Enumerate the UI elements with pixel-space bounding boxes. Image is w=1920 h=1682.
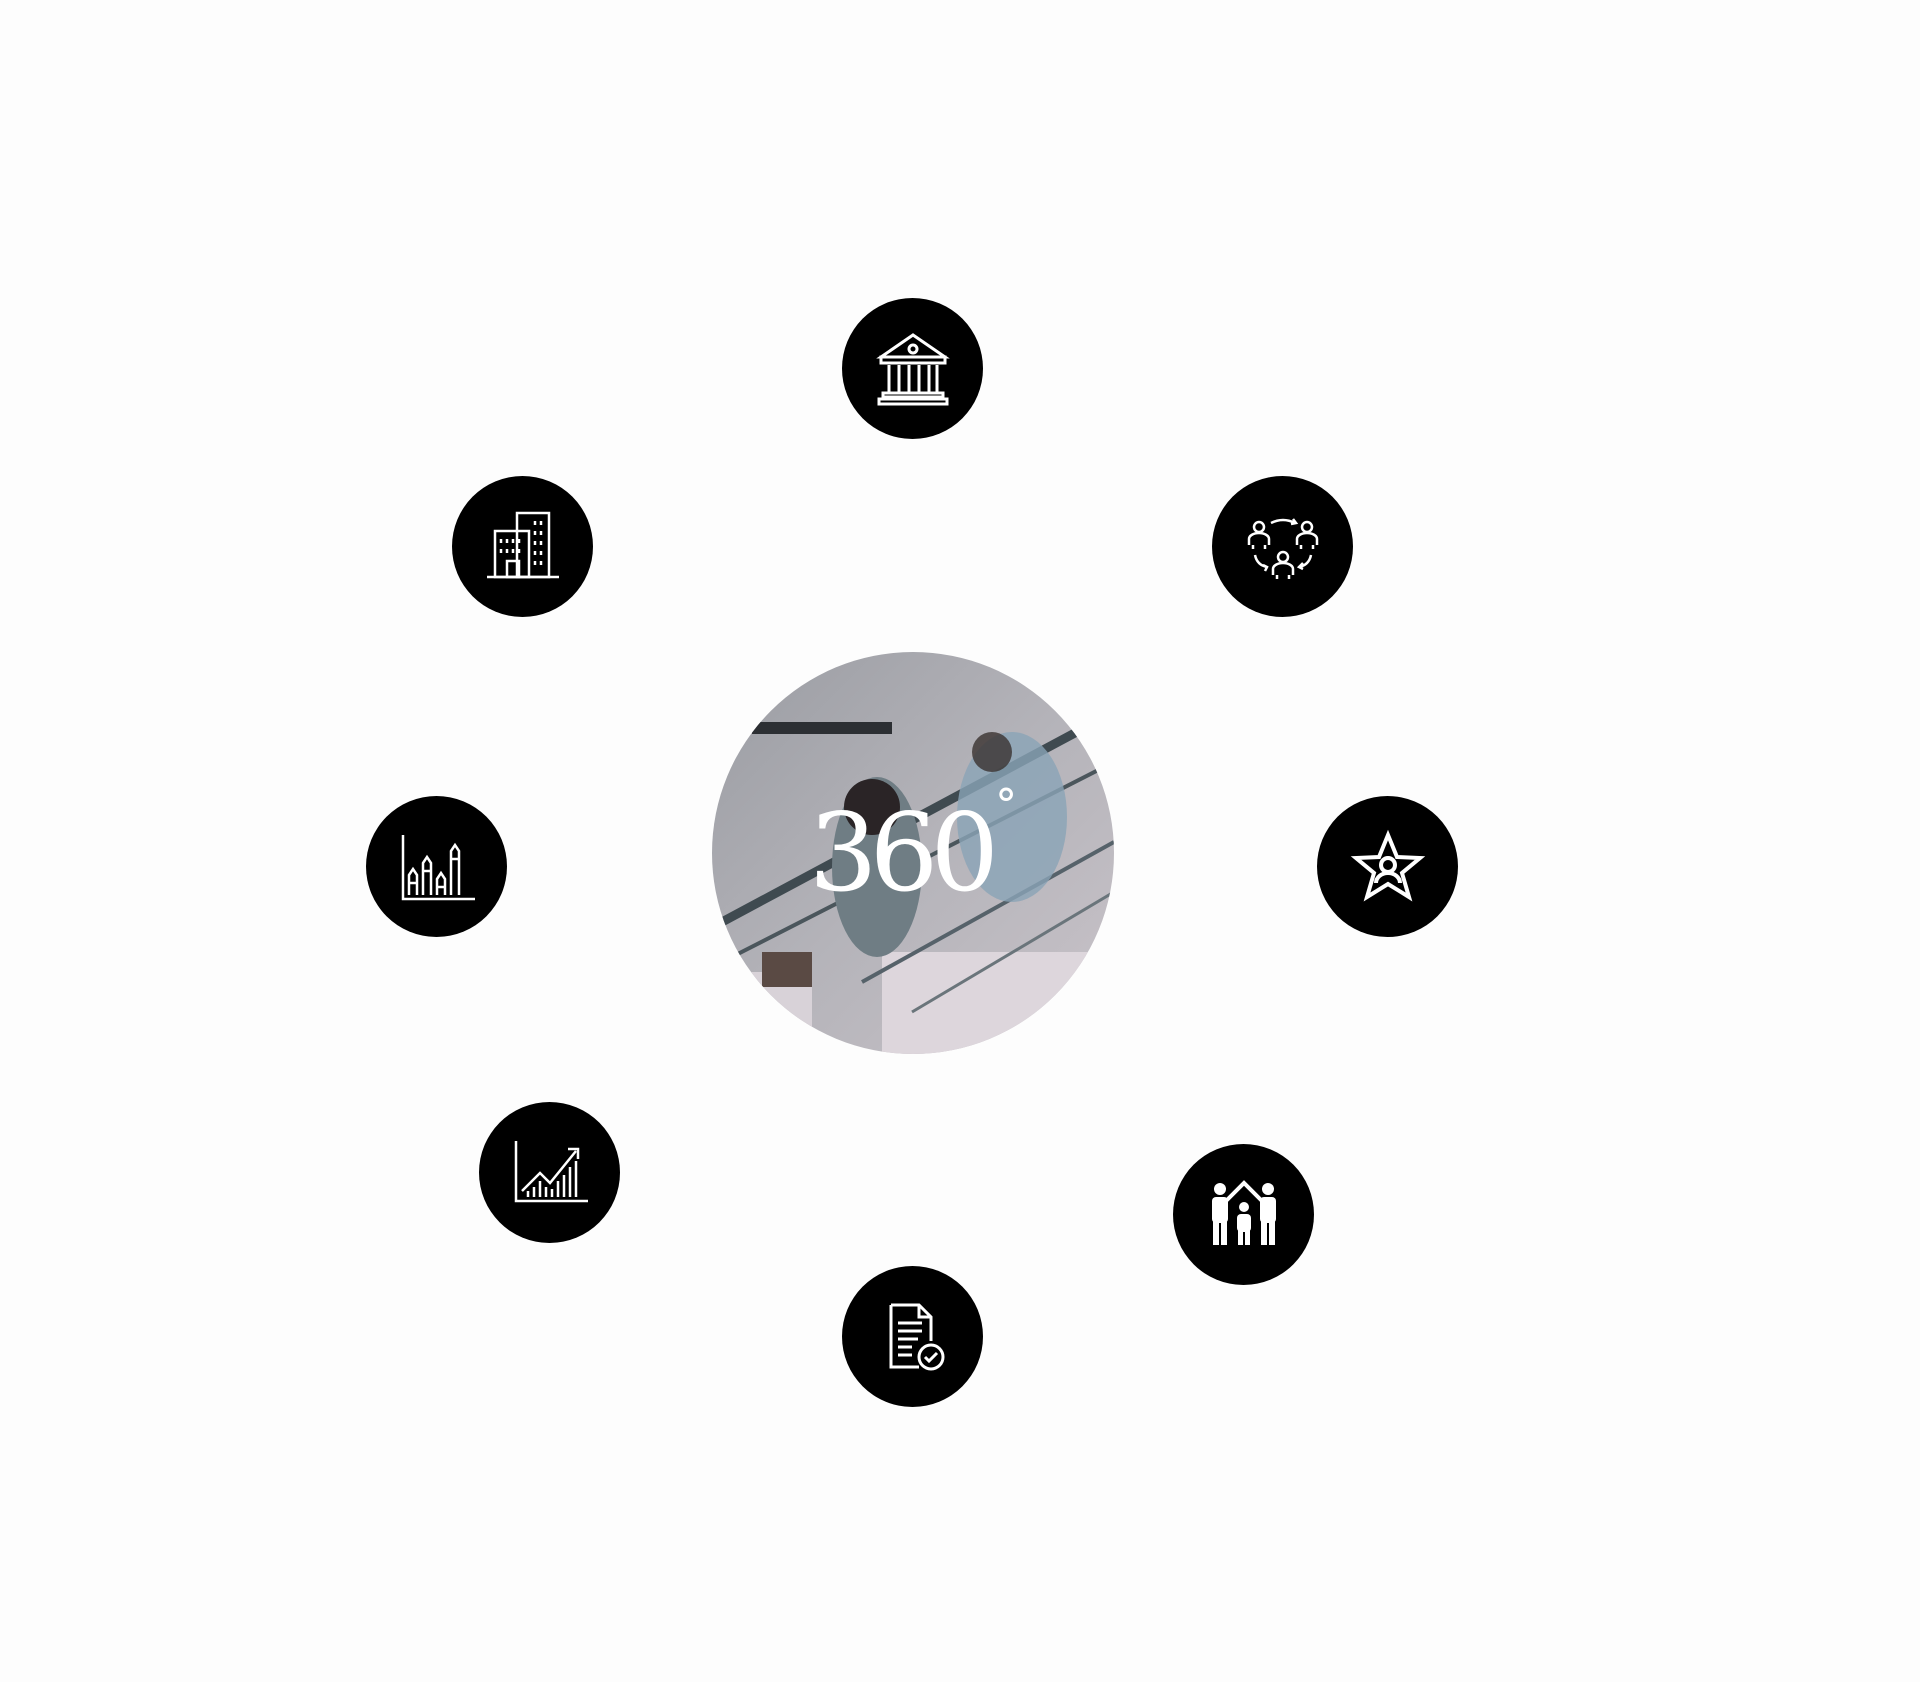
degree-symbol: ° [995, 780, 1018, 831]
document-node[interactable] [842, 1266, 983, 1407]
stairway-photo [712, 652, 1114, 1054]
document-check-icon [889, 1303, 944, 1370]
bar-chart-icon [401, 834, 475, 900]
360-degree-label: 360° [712, 652, 1114, 1054]
buildings-node[interactable] [452, 476, 593, 617]
buildings-icon [486, 511, 559, 578]
family-node[interactable] [1173, 1144, 1314, 1285]
center-photo-circle: 360° [712, 652, 1114, 1054]
bar-chart-node[interactable] [366, 796, 507, 937]
people-cycle-icon [1247, 517, 1318, 579]
growth-chart-icon [514, 1140, 588, 1202]
family-icon [1211, 1179, 1276, 1245]
bank-node[interactable] [842, 298, 983, 439]
360-text: 360 [808, 790, 999, 916]
bank-icon [875, 332, 950, 405]
star-person-icon [1350, 829, 1425, 901]
growth-chart-node[interactable] [479, 1102, 620, 1243]
star-node[interactable] [1317, 796, 1458, 937]
people-cycle-node[interactable] [1212, 476, 1353, 617]
